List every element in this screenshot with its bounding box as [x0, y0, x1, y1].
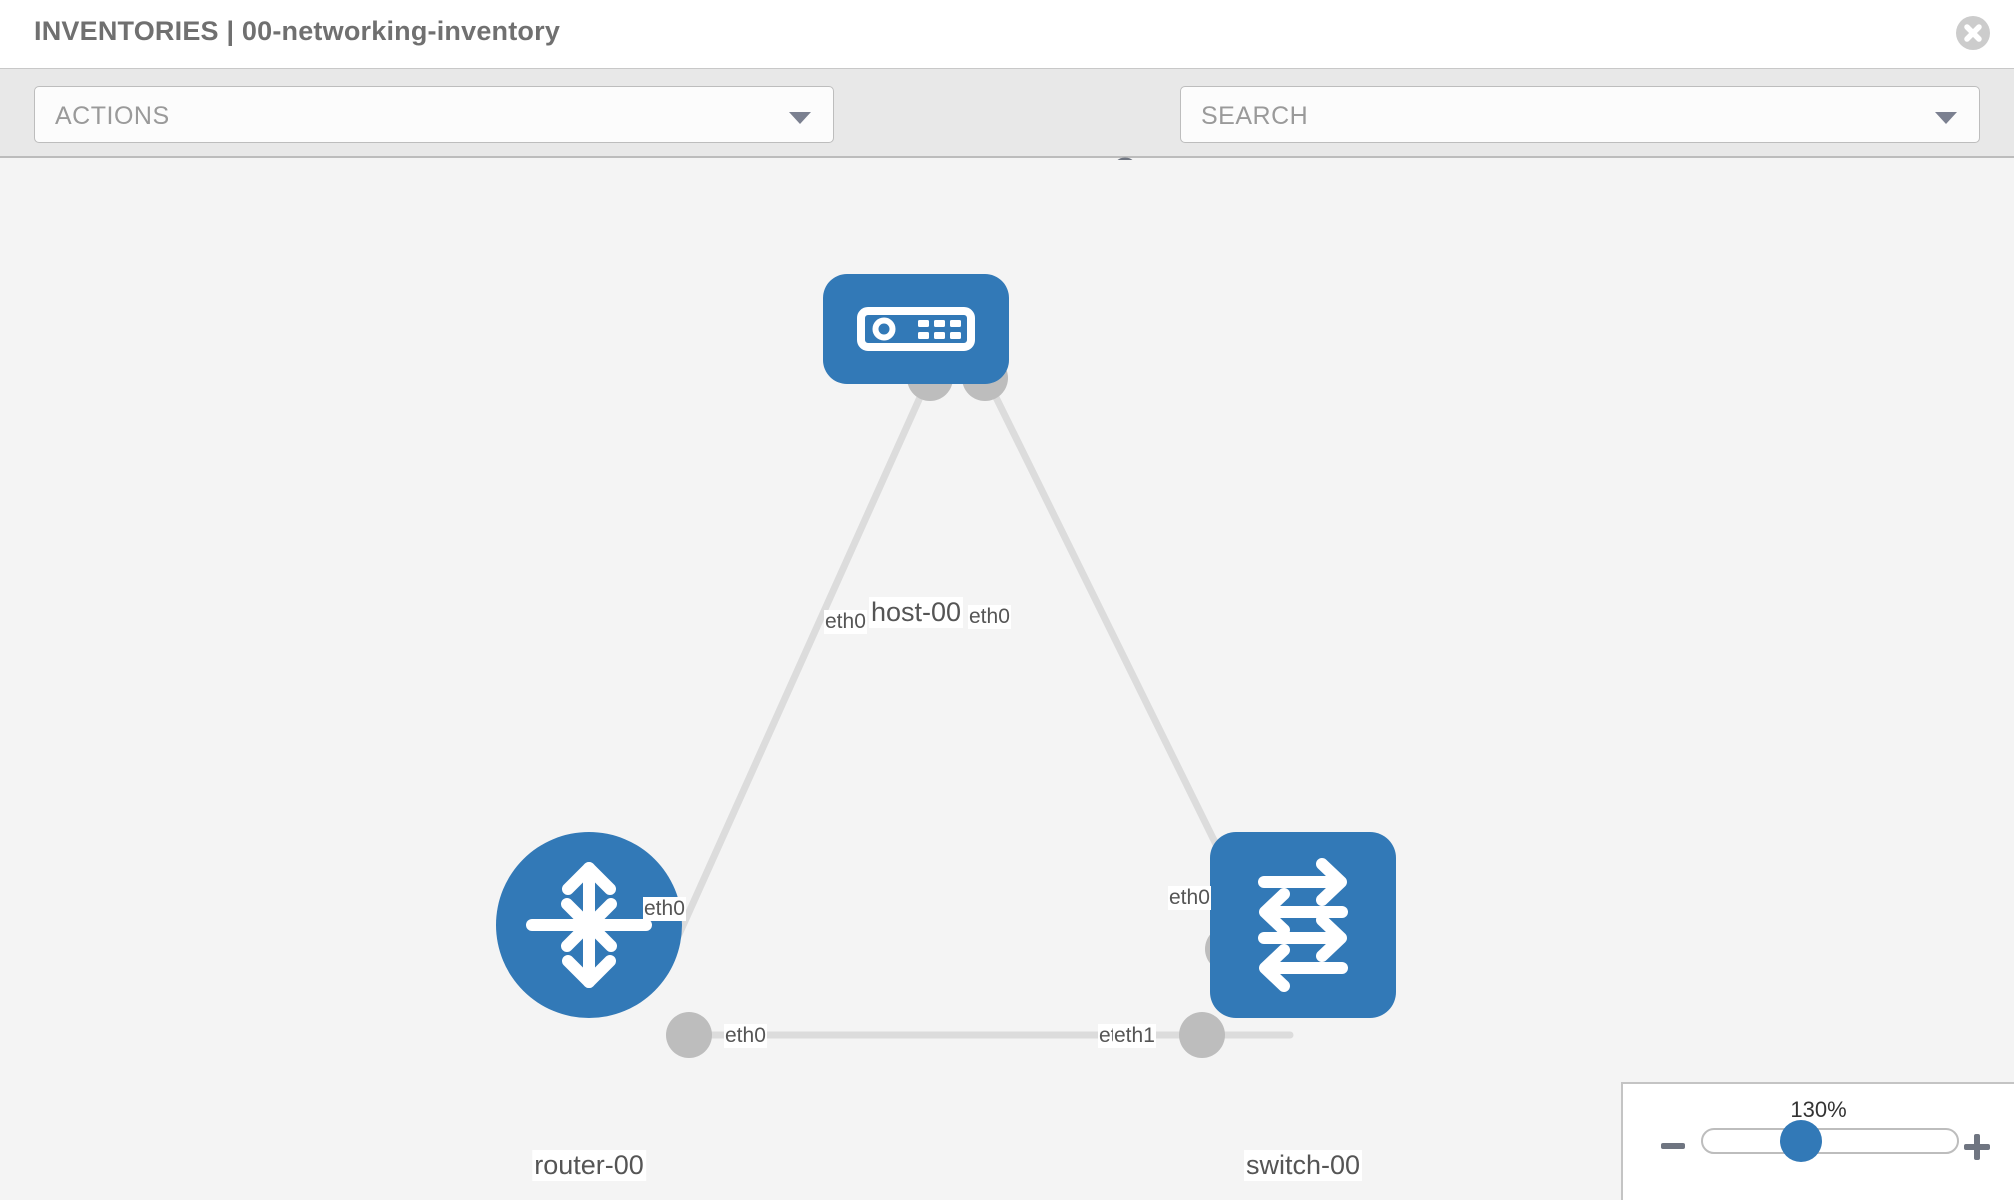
- iface-label-router-eth0-up: eth0: [643, 897, 686, 921]
- server-icon: [857, 307, 975, 351]
- page-title: INVENTORIES | 00-networking-inventory: [34, 16, 561, 46]
- search-placeholder: SEARCH: [1201, 102, 1309, 130]
- node-label-host-00: host-00: [868, 597, 964, 628]
- node-switch-00[interactable]: [1210, 832, 1396, 1018]
- zoom-in-button[interactable]: [1962, 1132, 1992, 1167]
- connector-router-eth0[interactable]: [666, 1012, 712, 1058]
- zoom-out-button[interactable]: [1659, 1132, 1687, 1165]
- close-icon[interactable]: [1956, 16, 1990, 50]
- iface-label-router-eth0-mid: eth0: [724, 1024, 767, 1048]
- minus-icon: [1661, 1143, 1685, 1149]
- connector-switch-eth1[interactable]: [1179, 1012, 1225, 1058]
- node-label-router-00: router-00: [532, 1150, 646, 1181]
- zoom-control-panel: 130%: [1621, 1082, 2014, 1200]
- chevron-down-icon: [789, 112, 811, 124]
- iface-label-host-eth0-right: eth0: [968, 605, 1011, 629]
- search-input[interactable]: SEARCH: [1180, 86, 1980, 143]
- chevron-down-icon[interactable]: [1935, 112, 1957, 124]
- zoom-slider-track[interactable]: [1701, 1128, 1959, 1154]
- zoom-slider-thumb[interactable]: [1780, 1120, 1822, 1162]
- node-label-switch-00: switch-00: [1243, 1150, 1363, 1181]
- iface-label-host-eth0-left: eth0: [824, 610, 867, 634]
- zoom-level-value: 130%: [1790, 1097, 1847, 1122]
- actions-dropdown[interactable]: ACTIONS: [34, 86, 834, 143]
- node-host-00[interactable]: [823, 274, 1009, 384]
- toolbar: ACTIONS SEARCH: [0, 68, 2014, 195]
- switch-arrows-icon: [1258, 858, 1348, 992]
- router-arrows-icon: [526, 862, 652, 988]
- iface-label-switch-eth1-mid: eth1: [1113, 1024, 1156, 1048]
- page-header: INVENTORIES | 00-networking-inventory: [0, 0, 2014, 68]
- node-router-00[interactable]: [496, 832, 682, 1018]
- iface-label-switch-eth0-up: eth0: [1168, 886, 1211, 910]
- plus-icon: [1964, 1134, 1990, 1160]
- actions-dropdown-label: ACTIONS: [55, 102, 170, 130]
- topology-canvas[interactable]: host-00 router-00: [0, 160, 2014, 1200]
- link-host-router: [668, 371, 934, 954]
